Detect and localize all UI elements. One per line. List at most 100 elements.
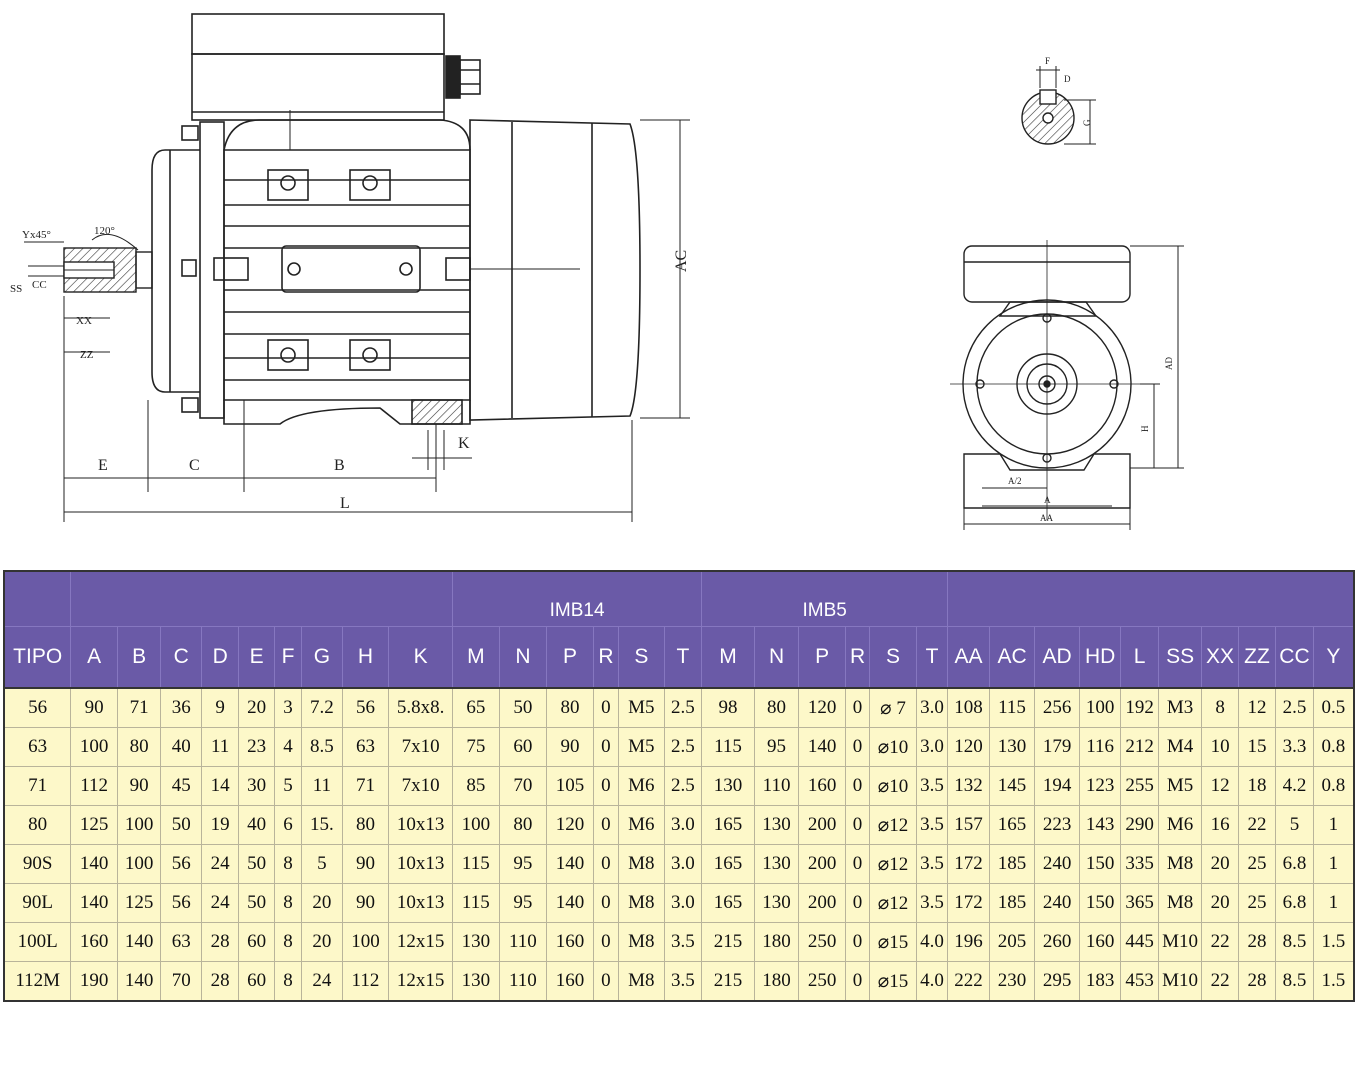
table-cell: 3.0: [663, 883, 703, 923]
table-cell: 165: [701, 883, 755, 923]
table-cell: M6: [1157, 805, 1203, 845]
table-cell: 3.5: [663, 961, 703, 1002]
table-cell: 0: [592, 883, 620, 923]
table-cell: 160: [546, 922, 594, 962]
dim-label-a: A: [1044, 495, 1051, 505]
dim-label-y45: Yx45°: [22, 229, 51, 241]
table-cell: 165: [701, 844, 755, 884]
table-cell: 1.5: [1312, 922, 1355, 962]
table-cell: 8: [1201, 687, 1239, 728]
table-cell: 120: [546, 805, 594, 845]
table-cell: 185: [988, 883, 1036, 923]
table-cell: 453: [1120, 961, 1159, 1002]
table-cell: 8: [273, 844, 303, 884]
table-cell: 130: [701, 766, 755, 806]
table-cell: 63: [341, 727, 390, 767]
column-header: R: [844, 626, 871, 688]
table-cell: 15: [1237, 727, 1277, 767]
table-cell: 140: [70, 883, 118, 923]
motor-technical-drawing: E C B L K AC SS CC XX ZZ Yx45° 120° F D …: [10, 13, 1184, 530]
table-cell: 0: [844, 922, 871, 962]
table-cell: 260: [1034, 922, 1080, 962]
table-cell: 2.5: [1275, 687, 1314, 728]
table-cell: 56: [341, 687, 390, 728]
table-cell: 190: [70, 961, 118, 1002]
column-header: AC: [988, 626, 1036, 688]
table-cell: 115: [701, 727, 755, 767]
table-cell: 95: [498, 844, 548, 884]
table-cell: 60: [498, 727, 548, 767]
table-cell: 50: [498, 687, 548, 728]
dim-label-k: K: [458, 435, 470, 452]
table-cell: 150: [1078, 844, 1122, 884]
table-cell: 212: [1120, 727, 1159, 767]
table-cell: 11: [200, 727, 240, 767]
table-cell: 100: [116, 844, 162, 884]
table-cell: 3.5: [915, 805, 949, 845]
column-header: F: [273, 626, 303, 688]
table-cell: 130: [753, 883, 800, 923]
table-cell: 8: [273, 961, 303, 1002]
table-cell: M8: [1157, 844, 1203, 884]
dim-label-ac: AC: [673, 250, 690, 272]
table-cell: 24: [200, 883, 240, 923]
tipo-cell: 90S: [3, 844, 72, 884]
table-cell: 0: [844, 883, 871, 923]
table-cell: 80: [498, 805, 548, 845]
table-cell: 335: [1120, 844, 1159, 884]
table-cell: 9: [200, 687, 240, 728]
table-cell: ⌀10: [869, 727, 917, 767]
table-cell: 112: [341, 961, 390, 1002]
table-cell: 125: [70, 805, 118, 845]
table-cell: 22: [1237, 805, 1277, 845]
dim-label-f: F: [1045, 56, 1050, 66]
table-cell: 130: [452, 961, 500, 1002]
table-cell: 160: [546, 961, 594, 1002]
table-cell: M6: [618, 805, 665, 845]
table-cell: 105: [546, 766, 594, 806]
table-cell: 130: [753, 805, 800, 845]
table-cell: 215: [701, 961, 755, 1002]
table-cell: 8.5: [1275, 922, 1314, 962]
column-header: M: [452, 626, 500, 688]
motor-front-view: [950, 240, 1140, 520]
tipo-cell: 112M: [3, 961, 72, 1002]
table-cell: M5: [618, 727, 665, 767]
column-header: ZZ: [1237, 626, 1277, 688]
table-cell: 3.5: [915, 766, 949, 806]
dim-label-cc: CC: [32, 279, 47, 291]
table-cell: 2.5: [663, 766, 703, 806]
table-cell: 255: [1120, 766, 1159, 806]
table-cell: 3.0: [915, 727, 949, 767]
table-cell: M8: [618, 961, 665, 1002]
table-cell: 7x10: [388, 727, 454, 767]
table-cell: 165: [988, 805, 1036, 845]
table-cell: 150: [1078, 883, 1122, 923]
table-cell: 63: [160, 922, 202, 962]
table-cell: 125: [116, 883, 162, 923]
table-cell: 240: [1034, 844, 1080, 884]
table-cell: 180: [753, 922, 800, 962]
table-cell: 196: [947, 922, 990, 962]
tipo-cell: 80: [3, 805, 72, 845]
table-cell: 110: [498, 922, 548, 962]
front-view-dimensions: [963, 245, 1184, 530]
table-cell: 28: [1237, 922, 1277, 962]
table-cell: 230: [988, 961, 1036, 1002]
table-cell: 179: [1034, 727, 1080, 767]
dim-label-ad: AD: [1164, 357, 1174, 370]
column-header: K: [388, 626, 454, 688]
table-cell: 22: [1201, 961, 1239, 1002]
column-header: SS: [1157, 626, 1203, 688]
table-cell: 222: [947, 961, 990, 1002]
table-cell: 112: [70, 766, 118, 806]
column-header: N: [498, 626, 548, 688]
table-cell: 205: [988, 922, 1036, 962]
table-cell: 56: [160, 883, 202, 923]
table-cell: 14: [200, 766, 240, 806]
